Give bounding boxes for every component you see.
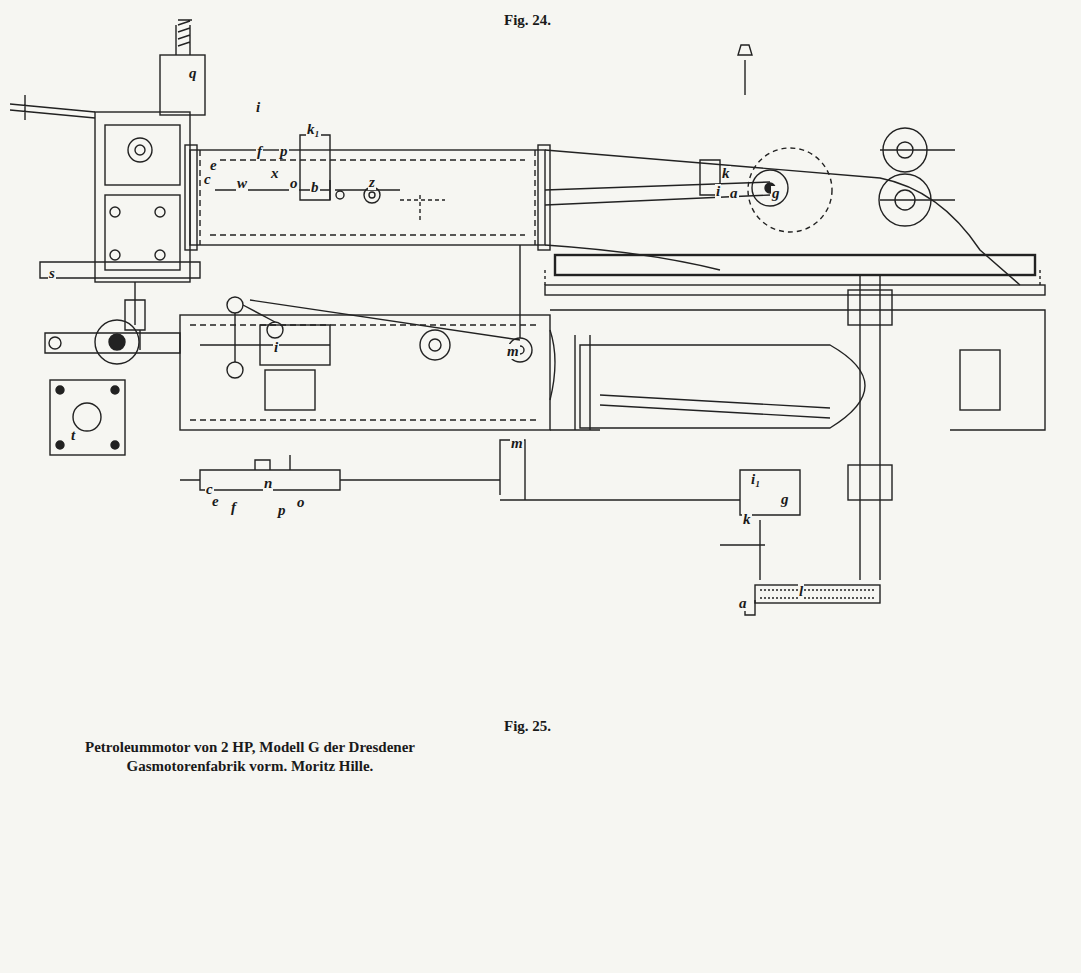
callout-letter: p (279, 144, 289, 159)
callout-letter: f (256, 144, 263, 159)
callout-letter: n (263, 476, 273, 491)
elevation-view (10, 20, 1045, 378)
plan-view (45, 275, 1045, 615)
callout-letter: k (742, 512, 752, 527)
callout-letter: o (296, 495, 306, 510)
callout-letter: q (188, 66, 198, 81)
callout-letter: c (203, 172, 212, 187)
callout-letter: f (230, 500, 237, 515)
callout-letter: l (798, 584, 804, 599)
callout-letter: k (721, 166, 731, 181)
callout-letter: i₁ (750, 472, 761, 487)
callout-letter: e (211, 494, 220, 509)
callout-letter: x (270, 166, 280, 181)
callout-letter: k₁ (306, 122, 321, 137)
callout-letter: g (780, 492, 790, 507)
callout-letter: o (289, 176, 299, 191)
callout-letter: i (273, 340, 279, 355)
figure-number: Fig. 24. (502, 12, 553, 29)
figure-number: Fig. 25. (502, 718, 553, 735)
callout-letter: b (310, 180, 320, 195)
callout-letter: t (70, 428, 76, 443)
callout-letter: w (236, 176, 248, 191)
callout-letter: i (255, 100, 261, 115)
callout-letter: s (48, 266, 56, 281)
callout-letter: g (771, 186, 781, 201)
figure-caption: Petroleummotor von 2 HP, Modell G der Dr… (55, 738, 445, 776)
callout-letter: p (277, 503, 287, 518)
callout-letter: a (729, 186, 739, 201)
callout-letter: m (506, 344, 520, 359)
callout-letter: e (209, 158, 218, 173)
callout-letter: i (715, 184, 721, 199)
callout-letter: z (368, 175, 376, 190)
callout-letter: m (510, 436, 524, 451)
callout-letter: a (738, 596, 748, 611)
